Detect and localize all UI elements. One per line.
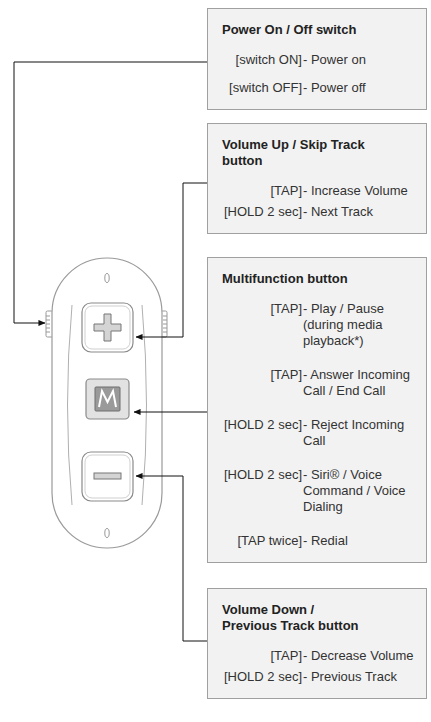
notch-grip [163,316,167,332]
action-table: [TAP]- Increase Volume[HOLD 2 sec]- Next… [216,183,418,220]
button-action: [TAP twice] [216,533,302,549]
volume-up-button [82,303,133,352]
button-action: [TAP] [216,367,302,399]
action-result: - Power on [302,52,418,68]
box-heading: Multifunction button [222,271,402,287]
callout-box: Multifunction button [TAP]- Play / Pause … [207,257,427,563]
logo-symbol [99,391,116,407]
action-result: - Power off [302,80,418,96]
body-contour [68,305,73,505]
switch-grip [46,316,50,332]
button-bevel [85,455,130,498]
button-action: [switch ON] [216,52,302,68]
button-action: [HOLD 2 sec] [216,669,302,685]
button-action: [TAP] [216,648,302,664]
leader-line [136,476,207,641]
remote-body [46,258,167,548]
action-result: - Answer Incoming Call / End Call [302,367,418,399]
callout-box: Volume Up / Skip Track button [TAP]- Incr… [207,123,427,234]
button-action: [HOLD 2 sec] [216,417,302,449]
leader-line [136,183,207,337]
callout-box: Volume Down / Previous Track button [TAP]… [207,588,427,699]
action-result: - Siri® / Voice Command / Voice Dialing [302,467,418,515]
button-action: [HOLD 2 sec] [216,204,302,220]
box-heading: Power On / Off switch [222,22,402,38]
button-action: [switch OFF] [216,80,302,96]
action-result: - Next Track [302,204,418,220]
leader-line [134,412,207,413]
box-heading: Volume Down / Previous Track button [222,602,367,634]
action-table: [TAP]- Play / Pause (during media playba… [216,301,418,549]
action-table: [TAP]- Decrease Volume[HOLD 2 sec]- Prev… [216,648,418,685]
plus-symbol [94,314,121,341]
button-action: [TAP] [216,183,302,199]
action-table: [switch ON]- Power on[switch OFF]- Power… [216,52,418,96]
action-result: - Play / Pause (during media playback*) [302,301,418,349]
callout-box: Power On / Off switch [switch ON]- Power … [207,8,427,110]
action-result: - Previous Track [302,669,418,685]
box-heading: Volume Up / Skip Track button [222,137,367,169]
button-action: [TAP] [216,301,302,349]
volume-down-button [82,452,133,501]
minus-symbol [94,473,121,479]
action-result: - Redial [302,533,418,549]
body-contour [142,305,147,505]
action-result: - Reject Incoming Call [302,417,418,449]
action-result: - Increase Volume [302,183,418,199]
multifunction-button [86,379,129,419]
led-mark [105,274,109,283]
button-action: [HOLD 2 sec] [216,467,302,515]
led-mark [105,529,109,538]
action-result: - Decrease Volume [302,648,418,664]
logo-plate [95,387,120,411]
remote-outline [52,258,162,548]
leader-line [14,62,207,323]
button-bevel [85,306,130,349]
